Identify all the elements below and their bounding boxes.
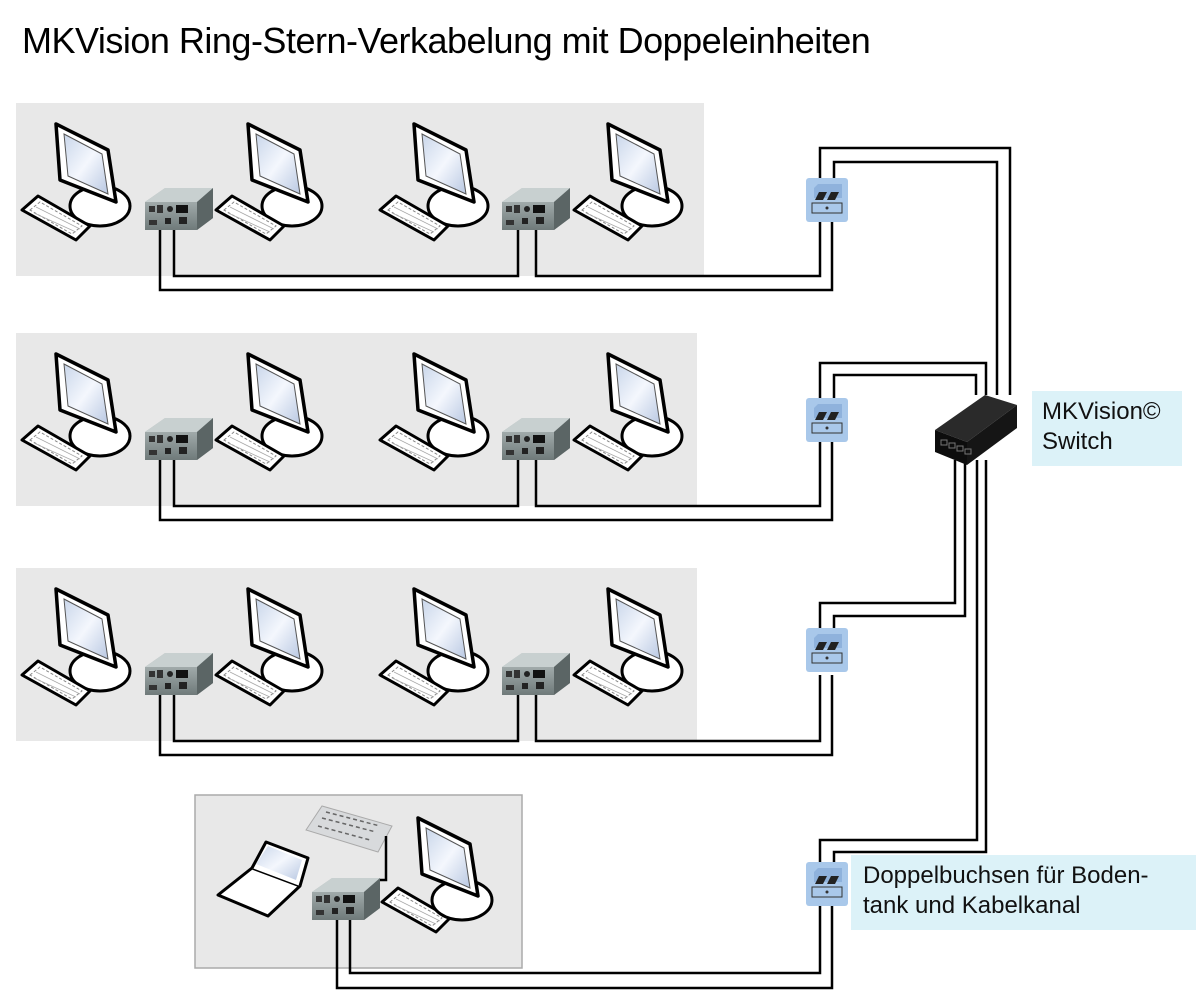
network-switch-icon <box>935 395 1017 465</box>
workstation-panel-1 <box>16 103 704 276</box>
laptop-icon <box>216 840 310 918</box>
diagram-title: MKVision Ring-Stern-Verkabelung mit Dopp… <box>22 20 871 61</box>
outlet-label-line-2: tank und Kabelkanal <box>863 892 1081 919</box>
outlet-label-line-1: Doppelbuchsen für Boden- <box>863 862 1149 889</box>
workstation-panel-2 <box>16 333 697 506</box>
switch-label-line-2: Switch <box>1042 428 1113 455</box>
switch-label: MKVision© Switch <box>1032 391 1182 466</box>
double-outlet-2 <box>805 397 849 443</box>
control-keypad-icon <box>305 805 393 853</box>
double-outlet-1 <box>805 177 849 223</box>
cables <box>158 146 1012 990</box>
double-outlet-4 <box>805 861 849 907</box>
double-outlet-3 <box>805 627 849 673</box>
workstation-panel-3 <box>16 568 697 741</box>
outlet-label: Doppelbuchsen für Boden- tank und Kabelk… <box>851 855 1196 930</box>
switch-label-line-1: MKVision© <box>1042 398 1161 425</box>
